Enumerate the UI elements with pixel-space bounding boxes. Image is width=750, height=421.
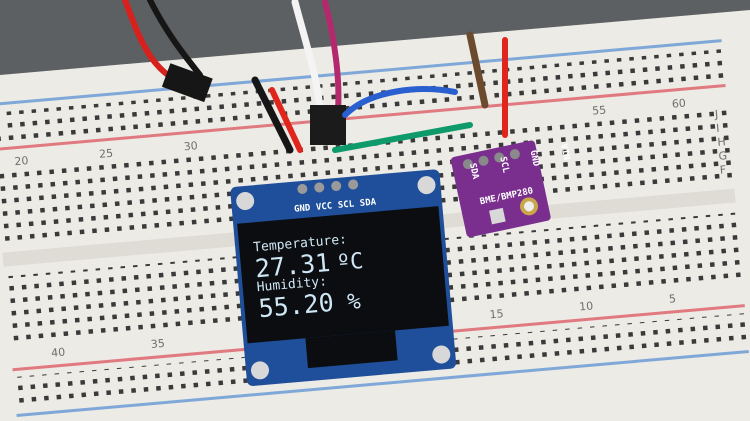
pin-label-sda: SDA (359, 198, 377, 209)
row-number: 5 (668, 292, 676, 306)
header-pin (314, 182, 325, 193)
sensor-chip (489, 207, 506, 225)
red-rail-line (0, 83, 726, 152)
black-wire (147, 0, 203, 78)
pin-label-scl: SCL (338, 199, 356, 210)
row-number: 35 (150, 337, 165, 351)
header-connector (310, 105, 346, 145)
sensor-pin-label-vin: VIN (558, 143, 571, 161)
row-number: 20 (14, 154, 29, 168)
row-number: 25 (99, 147, 114, 161)
mount-hole (417, 176, 436, 195)
blue-wire (342, 86, 458, 118)
blue-rail-line-bottom (16, 349, 749, 418)
column-letter: H (717, 135, 726, 149)
red-jumper-wire (269, 87, 303, 153)
temperature-unit: ºC (336, 249, 365, 276)
white-wire (291, 0, 324, 114)
oled-screen (237, 206, 449, 344)
sensor-pin (509, 149, 520, 160)
column-letter: G (718, 149, 728, 163)
humidity-unit: % (346, 289, 361, 315)
bme280-sensor: SDA SCL GND VIN BME/BMP280 (450, 140, 571, 238)
oled-ribbon (305, 330, 398, 369)
mount-hole (251, 361, 270, 380)
row-number: 30 (183, 139, 198, 153)
header-pin (297, 183, 308, 194)
sensor-pin-label-scl: SCL (497, 156, 510, 175)
power-rail-top (0, 49, 725, 144)
humidity-value: 55.20 (257, 288, 335, 323)
sensor-mount-hole-inner (524, 201, 535, 212)
mount-hole (432, 345, 451, 364)
breadboard: 20 25 30 55 60 40 35 30 15 10 5 J I H G … (0, 39, 749, 418)
magenta-wire (322, 0, 342, 113)
header-pin (331, 180, 342, 191)
black-jumper-wire (251, 76, 294, 154)
sensor-pin-label-sda: SDA (467, 162, 480, 181)
temperature-value: 27.31 (254, 248, 332, 283)
mount-hole (236, 191, 255, 210)
sensor-pin (462, 159, 473, 170)
row-number: 15 (489, 307, 504, 321)
wires (122, 0, 508, 154)
jumper-connector (161, 63, 213, 103)
row-number: 40 (51, 346, 66, 360)
sensor-pin (494, 152, 505, 163)
header-pin (348, 179, 359, 190)
humidity-label: Humidity: (256, 274, 327, 295)
row-number: 55 (592, 103, 607, 117)
column-letter: J (713, 108, 718, 121)
sensor-pin (478, 155, 489, 166)
column-letter: I (716, 122, 720, 135)
sensor-pin-label-gnd: GND (528, 149, 541, 168)
pin-label-vcc: VCC (316, 201, 333, 212)
pin-label-gnd: GND (294, 203, 312, 214)
column-letter: F (719, 163, 726, 177)
green-wire (332, 122, 473, 153)
row-number: 10 (579, 299, 594, 313)
row-number: 60 (671, 97, 686, 111)
brown-wire (466, 31, 489, 109)
oled-module: GND VCC SCL SDA Temperature: 27.31 ºC Hu… (230, 169, 457, 386)
